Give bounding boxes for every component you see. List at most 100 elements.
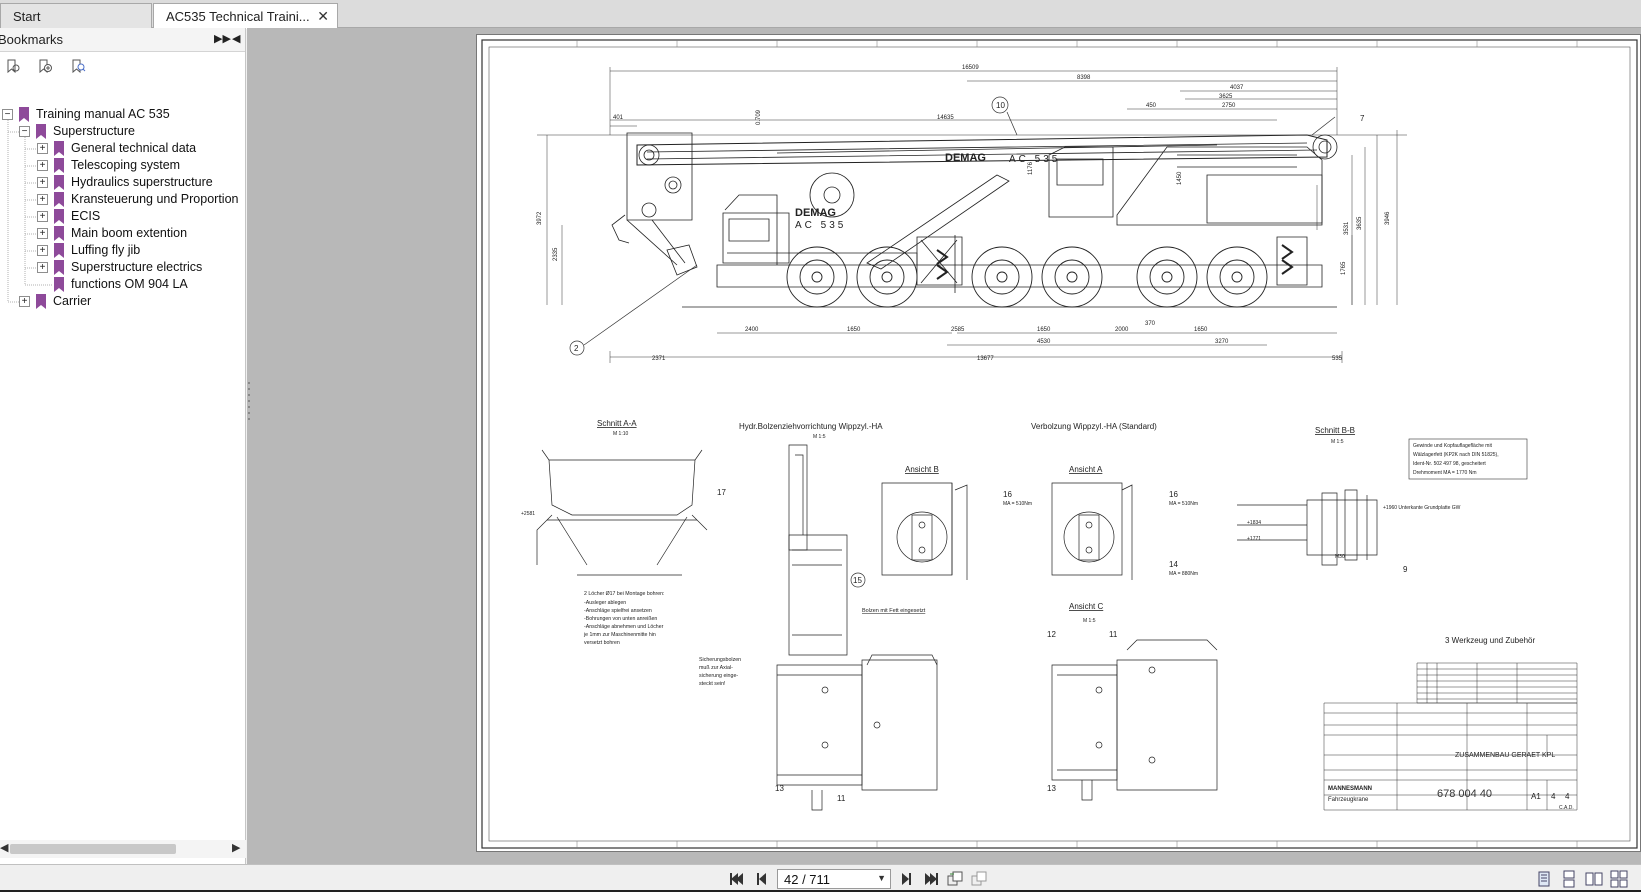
svg-text:Bolzen mit Fett eingesetzt: Bolzen mit Fett eingesetzt (862, 608, 926, 614)
svg-text:+2581: +2581 (521, 511, 535, 517)
bookmark-icon (54, 277, 64, 292)
tree-item-superstructure[interactable]: − Superstructure (0, 123, 240, 141)
panel-options-icon[interactable]: ▶▶ (214, 33, 231, 45)
tree-item-carrier[interactable]: + Carrier (0, 293, 240, 311)
svg-text:-Bohrungen von unten anreißen: -Bohrungen von unten anreißen (584, 616, 657, 622)
continuous-view-icon[interactable] (1560, 870, 1578, 888)
svg-text:3972: 3972 (537, 211, 543, 225)
last-page-icon[interactable] (922, 870, 940, 888)
page-navigation-bar: 42 / 711 ▼ (0, 864, 1641, 892)
tree-item-training-manual[interactable]: − Training manual AC 535 (0, 106, 240, 124)
svg-text:16509: 16509 (962, 65, 979, 71)
svg-text:11: 11 (1109, 630, 1118, 639)
first-page-icon[interactable] (728, 870, 746, 888)
svg-text:M 1:5: M 1:5 (1331, 439, 1344, 445)
tab-document-label: AC535 Technical Traini... (166, 9, 310, 24)
tree-item-main-boom-extention[interactable]: + Main boom extention (0, 225, 240, 243)
svg-text:11: 11 (837, 794, 846, 803)
tree-item-label: Telescoping system (71, 158, 181, 172)
expand-toggle-icon[interactable]: + (37, 262, 48, 273)
svg-text:4: 4 (1565, 792, 1570, 801)
svg-text:3270: 3270 (1215, 339, 1229, 345)
facing-view-icon[interactable] (1585, 870, 1603, 888)
tree-item-telescoping-system[interactable]: + Telescoping system (0, 157, 240, 175)
tree-item-luffing-fly-jib[interactable]: + Luffing fly jib (0, 242, 240, 260)
svg-text:10: 10 (996, 101, 1005, 110)
close-tab-icon[interactable]: ✕ (317, 8, 329, 24)
svg-text:13677: 13677 (977, 356, 994, 362)
add-bookmark-icon[interactable] (37, 58, 53, 74)
expand-toggle-icon[interactable]: + (37, 211, 48, 222)
collapse-panel-icon[interactable]: ◀ (232, 33, 241, 45)
collapse-toggle-icon[interactable]: − (19, 126, 30, 137)
crane-model-boom: AC 535 (1009, 154, 1060, 165)
crane-side-view (611, 132, 1338, 308)
svg-text:1450: 1450 (1177, 171, 1183, 185)
callout-balloons (569, 96, 1336, 356)
svg-text:+1771: +1771 (1247, 536, 1261, 542)
previous-page-icon[interactable] (752, 870, 770, 888)
svg-text:16: 16 (1003, 490, 1012, 499)
svg-text:2585: 2585 (951, 327, 965, 333)
svg-text:12: 12 (1047, 630, 1056, 639)
svg-text:Ansicht B: Ansicht B (905, 465, 939, 474)
tree-item-kransteuerung[interactable]: + Kransteuerung und Proportion (0, 191, 246, 209)
scroll-right-icon[interactable]: ▶ (232, 842, 241, 854)
continuous-facing-view-icon[interactable] (1610, 870, 1628, 888)
svg-text:14635: 14635 (937, 115, 954, 121)
svg-text:Ansicht C: Ansicht C (1069, 602, 1103, 611)
montage-note: 2 Löcher Ø17 bei Montage bohren: -Ausleg… (583, 591, 664, 646)
expand-toggle-icon[interactable]: + (37, 143, 48, 154)
tree-item-label: Hydraulics superstructure (71, 175, 213, 189)
technical-drawing: DEMAG AC 535 DEMAG AC 535 (481, 39, 1638, 849)
tree-item-functions-om904[interactable]: functions OM 904 LA (0, 276, 240, 294)
previous-view-icon[interactable] (946, 870, 964, 888)
expand-toggle-icon[interactable]: + (37, 160, 48, 171)
bookmarks-panel: Bookmarks ▶▶ ◀ − Training manual AC 535 (0, 28, 246, 864)
tree-item-label: functions OM 904 LA (71, 277, 188, 291)
tree-item-general-technical-data[interactable]: + General technical data (0, 140, 240, 158)
svg-text:13: 13 (775, 784, 784, 793)
bookmark-icon (54, 158, 64, 173)
tree-item-hydraulics-superstructure[interactable]: + Hydraulics superstructure (0, 174, 240, 192)
dimension-values: 16509 8398 4037 3625 2750 450 14635 401 … (537, 65, 1391, 362)
svg-text:2750: 2750 (1222, 103, 1236, 109)
bookmarks-horizontal-scrollbar[interactable]: ◀ ▶ (0, 840, 246, 858)
expand-toggle-icon[interactable]: + (19, 296, 30, 307)
tab-start-label: Start (13, 9, 41, 24)
tab-start[interactable]: Start (0, 3, 152, 28)
panel-splitter-handle[interactable] (247, 380, 251, 430)
tab-bar: Start AC535 Technical Traini... ✕ (0, 0, 1641, 29)
svg-text:versetzt bohren: versetzt bohren (584, 640, 620, 646)
svg-text:4: 4 (1551, 792, 1556, 801)
next-view-icon[interactable] (970, 870, 988, 888)
bookmark-icon (36, 294, 46, 309)
crane-brand-boom: DEMAG (945, 152, 986, 164)
crane-brand-carrier: DEMAG (795, 207, 836, 219)
single-page-view-icon[interactable] (1535, 870, 1553, 888)
expand-toggle-icon[interactable]: + (37, 177, 48, 188)
expand-bookmarks-icon[interactable] (5, 58, 21, 74)
svg-text:2371: 2371 (652, 356, 666, 362)
collapse-toggle-icon[interactable]: − (2, 109, 13, 120)
svg-text:1176: 1176 (1028, 161, 1034, 175)
expand-toggle-icon[interactable]: + (37, 194, 48, 205)
svg-text:Schnitt B-B: Schnitt B-B (1315, 426, 1355, 435)
expand-toggle-icon[interactable]: + (37, 245, 48, 256)
bookmark-icon (54, 175, 64, 190)
section-a-a (536, 449, 708, 576)
tab-document[interactable]: AC535 Technical Traini... ✕ (153, 3, 338, 29)
chevron-down-icon[interactable]: ▼ (877, 873, 886, 883)
svg-text:Fahrzeugkrane: Fahrzeugkrane (1328, 797, 1369, 803)
tree-item-superstructure-electrics[interactable]: + Superstructure electrics (0, 259, 240, 277)
svg-text:Ansicht A: Ansicht A (1069, 465, 1103, 474)
expand-toggle-icon[interactable]: + (37, 228, 48, 239)
svg-text:M30: M30 (1335, 554, 1345, 560)
svg-text:Ident-Nr. 502 497 98, gescheit: Ident-Nr. 502 497 98, gescheitert (1413, 461, 1486, 467)
find-bookmark-icon[interactable] (70, 58, 86, 74)
scroll-left-icon[interactable]: ◀ (0, 842, 9, 854)
scrollbar-thumb[interactable] (10, 844, 176, 854)
tree-item-ecis[interactable]: + ECIS (0, 208, 240, 226)
next-page-icon[interactable] (898, 870, 916, 888)
page-number-input[interactable]: 42 / 711 ▼ (777, 869, 891, 889)
